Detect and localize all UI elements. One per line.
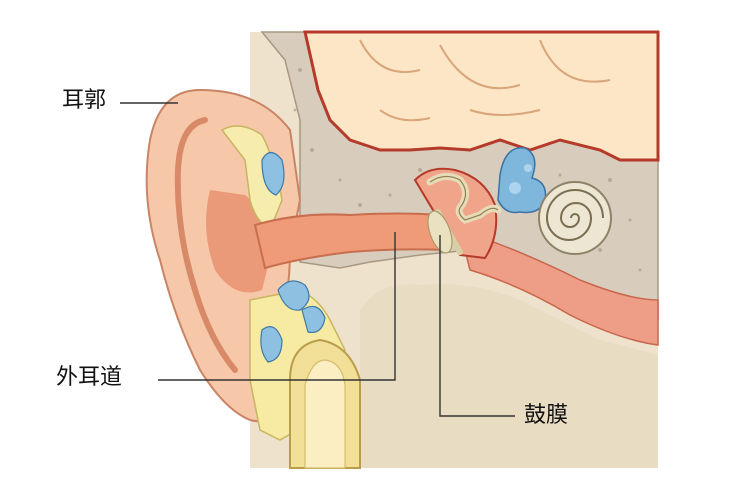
lower-cavity [360,284,658,468]
ossicle-outline [429,175,499,221]
label-eardrum: 鼓膜 [524,403,569,428]
jaw-bone-inner [304,359,346,469]
cochlea [538,181,612,255]
leader-lines [120,102,515,417]
auricle-inner-fold [174,117,238,373]
fluid-pockets [260,151,326,363]
brain-fold-lines [359,39,611,122]
middle-ear-cavity [413,167,498,260]
semicircular-canals [497,147,547,214]
label-ear-canal: 外耳道 [56,365,123,390]
leader-line-eardrum [439,235,515,417]
label-auricle: 耳郭 [62,88,107,113]
brain-tissue [303,30,660,162]
eustachian-tube [458,228,659,346]
eardrum-membrane [427,210,453,254]
leader-line-canal [158,232,396,381]
